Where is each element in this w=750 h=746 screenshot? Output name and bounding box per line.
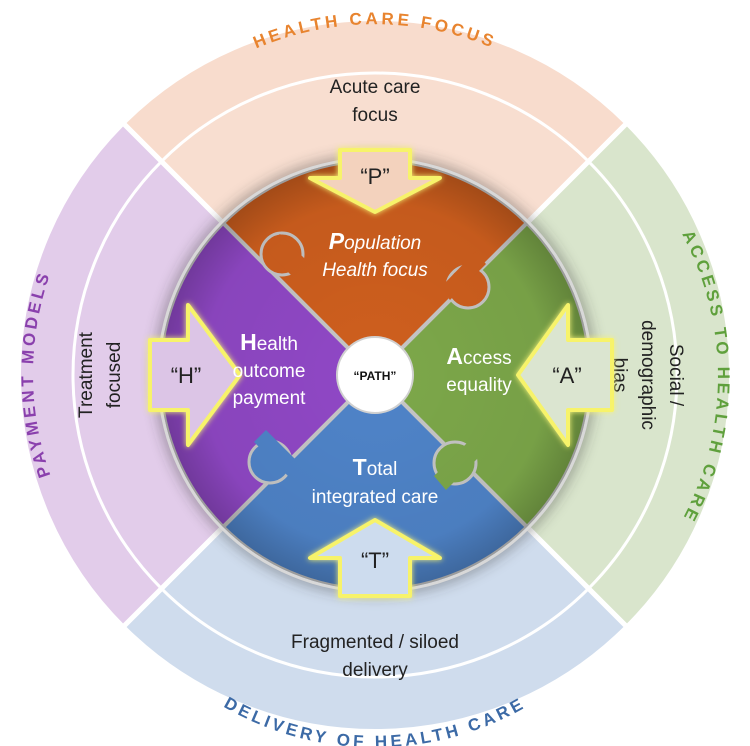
svg-text:Health focus: Health focus	[322, 260, 428, 281]
svg-text:integrated care: integrated care	[312, 487, 439, 508]
svg-text:focus: focus	[352, 105, 397, 126]
arrow-right	[516, 303, 614, 447]
svg-text:Access: Access	[446, 343, 511, 369]
svg-text:outcome: outcome	[233, 361, 306, 382]
outer-text-right: Social / demographic bias	[609, 320, 686, 430]
svg-text:bias: bias	[609, 358, 630, 393]
svg-text:Population: Population	[329, 228, 421, 254]
ring-divider	[71, 71, 679, 679]
outer-text-bottom: Fragmented / siloed delivery	[291, 632, 459, 681]
arrow-label-top: “P”	[360, 164, 389, 189]
inner-text-top: Population Health focus	[322, 228, 428, 281]
svg-text:Social /: Social /	[665, 344, 686, 407]
svg-text:payment: payment	[233, 388, 307, 409]
svg-text:Fragmented / siloed: Fragmented / siloed	[291, 632, 459, 653]
svg-text:equality: equality	[446, 375, 512, 396]
inner-text-right: Access equality	[446, 343, 512, 396]
center-label: “PATH”	[354, 369, 397, 383]
outer-text-left: Treatment focused	[76, 331, 125, 418]
center-hub	[336, 336, 414, 414]
svg-text:Treatment: Treatment	[76, 331, 97, 418]
svg-text:focused: focused	[104, 342, 125, 409]
arrow-bottom	[308, 518, 442, 598]
arrow-left	[148, 303, 242, 447]
svg-text:demographic: demographic	[637, 320, 658, 430]
svg-text:Health: Health	[240, 329, 298, 355]
arrow-label-right: “A”	[552, 363, 581, 388]
inner-text-left: Health outcome payment	[233, 329, 307, 409]
arrow-label-left: “H”	[171, 363, 202, 388]
inner-text-bottom: Total integrated care	[312, 454, 439, 508]
arrow-label-bottom: “T”	[361, 548, 389, 573]
outer-text-top: Acute care focus	[330, 77, 421, 126]
svg-text:Acute care: Acute care	[330, 77, 421, 98]
arrow-top	[308, 148, 442, 214]
svg-text:delivery: delivery	[342, 660, 408, 681]
svg-text:Total: Total	[353, 454, 398, 480]
